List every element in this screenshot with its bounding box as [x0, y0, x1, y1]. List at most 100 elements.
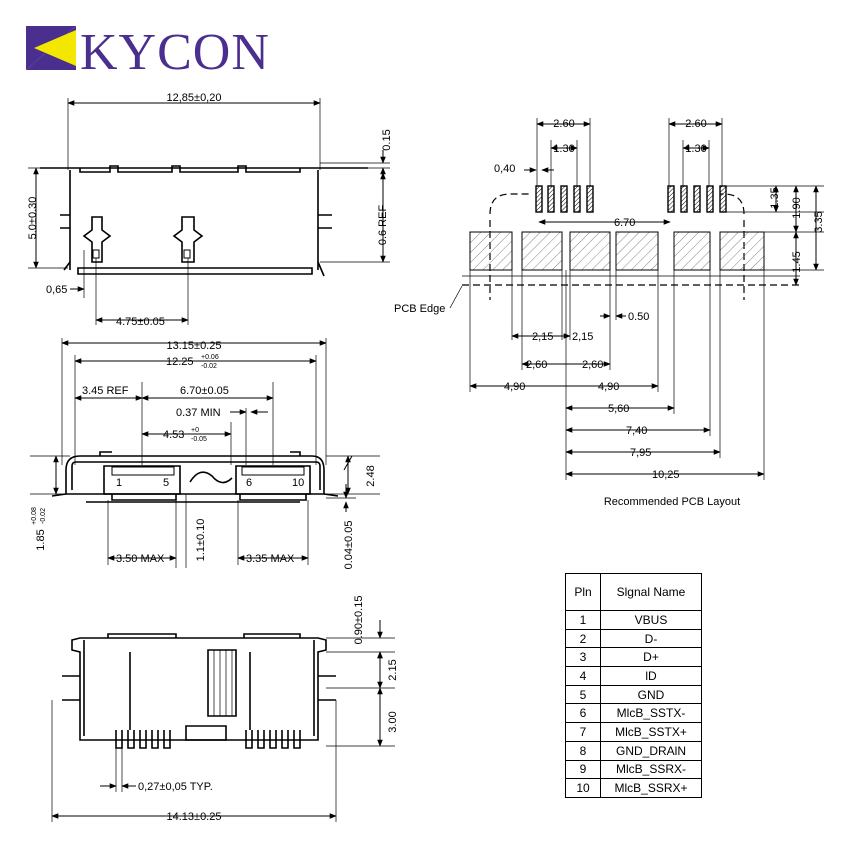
- kycon-logo: KYCON: [26, 24, 270, 81]
- pcb-d215a: 2,15: [532, 331, 553, 343]
- signal-pads-right: [667, 185, 727, 213]
- table-cell-pin: 1: [565, 610, 601, 630]
- pcb-r3: 3.35: [813, 211, 825, 232]
- logo-yellow-wedge: [34, 30, 76, 66]
- table-cell-signal: VBUS: [600, 610, 702, 630]
- pcb-pad-span: 6.70: [614, 217, 635, 229]
- pcb-d260a: 2,60: [526, 359, 547, 371]
- svg-text:-0.02: -0.02: [201, 363, 217, 370]
- table-cell-signal: MlcB_SSRX-: [600, 759, 702, 780]
- ground-pads: [469, 231, 765, 271]
- front-overall-label: 13.15±0.25: [167, 340, 222, 352]
- front-pitch-label: 6.70±0.05: [180, 385, 229, 397]
- front-inner-label: 12.25: [166, 356, 194, 368]
- svg-text:-0.05: -0.05: [191, 436, 207, 443]
- pcb-d260b: 2,60: [582, 359, 603, 371]
- logo-wordmark: KYCON: [80, 24, 270, 81]
- table-cell-pin: 6: [565, 703, 601, 724]
- bottom-overall-label: 14.13±0.25: [167, 811, 222, 823]
- table-header-signal: Slgnal Name: [600, 573, 702, 611]
- table-cell-signal: MlcB_SSRX+: [600, 778, 702, 798]
- bottom-pin-width-label: 0,27±0,05 TYP.: [138, 781, 213, 793]
- svg-text:+0.08: +0.08: [31, 507, 38, 525]
- table-cell-signal: lD: [600, 666, 702, 686]
- pcb-r2: 1.90: [791, 197, 803, 218]
- top-ref-label: 0.6 REF: [377, 205, 389, 246]
- pcb-d490a: 4,90: [504, 381, 525, 393]
- table-cell-signal: MlcB_SSTX-: [600, 703, 702, 724]
- pcb-edge-label: PCB Edge: [394, 303, 445, 315]
- bottom-top-dim-label: 0.90±0.15: [353, 596, 365, 645]
- pin-label-6: 6: [246, 477, 252, 489]
- pcb-d215b: 2,15: [572, 331, 593, 343]
- pcb-pad-width: 0,40: [494, 163, 515, 175]
- table-cell-pin: 4: [565, 666, 601, 686]
- bottom-view: 0.90±0.15 2.15 3.00 0,27±0,05 TYP. 14.13…: [51, 596, 399, 823]
- table-header-row: Pln Slgnal Name: [565, 573, 702, 611]
- pcb-pitch-a: 2.60: [553, 118, 574, 130]
- bottom-pins: [115, 730, 301, 749]
- table-cell-pin: 3: [565, 647, 601, 668]
- svg-text:+0: +0: [191, 427, 199, 434]
- front-tongue-label: 1.1±0.10: [195, 519, 207, 562]
- pcb-layout: 2.60 1.30 2.60 1.30 0,40 6.70 1.35 1.90 …: [394, 118, 825, 508]
- table-header-pin: Pln: [565, 573, 601, 611]
- pin-label-5: 5: [163, 477, 169, 489]
- table-cell-pin: 8: [565, 740, 601, 761]
- top-view: 12,85±0,20 0.15 0.6 REF 5.0±0.30 0,65 4.: [27, 92, 393, 328]
- table-cell-pin: 5: [565, 684, 601, 705]
- pcb-title: Recommended PCB Layout: [604, 496, 740, 508]
- bottom-mid-dim-label: 2.15: [387, 659, 399, 680]
- front-height-label: 2.48: [365, 465, 377, 486]
- signal-pads-left: [535, 185, 594, 213]
- front-standoff-label: 0.04±0.05: [343, 521, 355, 570]
- table-cell-signal: GND_DRAlN: [600, 740, 702, 761]
- front-ref-label: 3.45 REF: [82, 385, 129, 397]
- pcb-d050: 0.50: [628, 311, 649, 323]
- pin-label-1: 1: [116, 477, 122, 489]
- svg-text:-0.02: -0.02: [40, 508, 47, 524]
- table-cell-signal: D-: [600, 628, 702, 649]
- pcb-d560: 5,60: [608, 403, 629, 415]
- pcb-r4: 1.45: [791, 251, 803, 272]
- top-post-spacing-label: 4.75±0.05: [116, 316, 165, 328]
- front-view: 13.15±0.25 12.25 +0.06 -0.02 3.45 REF 6.…: [30, 338, 380, 569]
- front-offset-label: 4.53: [163, 429, 184, 441]
- bottom-low-dim-label: 3.00: [387, 711, 399, 732]
- pcb-pitch-c: 2.60: [685, 118, 706, 130]
- top-edge-label: 0,65: [46, 284, 67, 296]
- table-cell-pin: 7: [565, 722, 601, 742]
- top-width-label: 12,85±0,20: [167, 92, 222, 104]
- table-cell-signal: D+: [600, 647, 702, 668]
- front-left-max-label: 3.50 MAX: [116, 553, 165, 565]
- top-lip-label: 0.15: [381, 129, 393, 150]
- table-cell-signal: MlcB_SSTX+: [600, 722, 702, 742]
- pcb-pitch-b: 1.30: [553, 143, 574, 155]
- pcb-d490b: 4,90: [598, 381, 619, 393]
- top-height-label: 5.0±0.30: [27, 197, 39, 240]
- pcb-d1025: 10,25: [652, 469, 680, 481]
- pcb-pitch-d: 1.30: [685, 143, 706, 155]
- front-side-label: 1.85: [35, 529, 47, 550]
- front-right-max-label: 3.35 MAX: [246, 553, 295, 565]
- table-cell-pin: 2: [565, 628, 601, 649]
- front-min-label: 0.37 MIN: [176, 407, 221, 419]
- pcb-r1: 1.35: [769, 187, 781, 208]
- table-cell-signal: GND: [600, 684, 702, 705]
- pcb-d740: 7,40: [626, 425, 647, 437]
- table-cell-pin: 10: [565, 778, 601, 798]
- table-cell-pin: 9: [565, 759, 601, 780]
